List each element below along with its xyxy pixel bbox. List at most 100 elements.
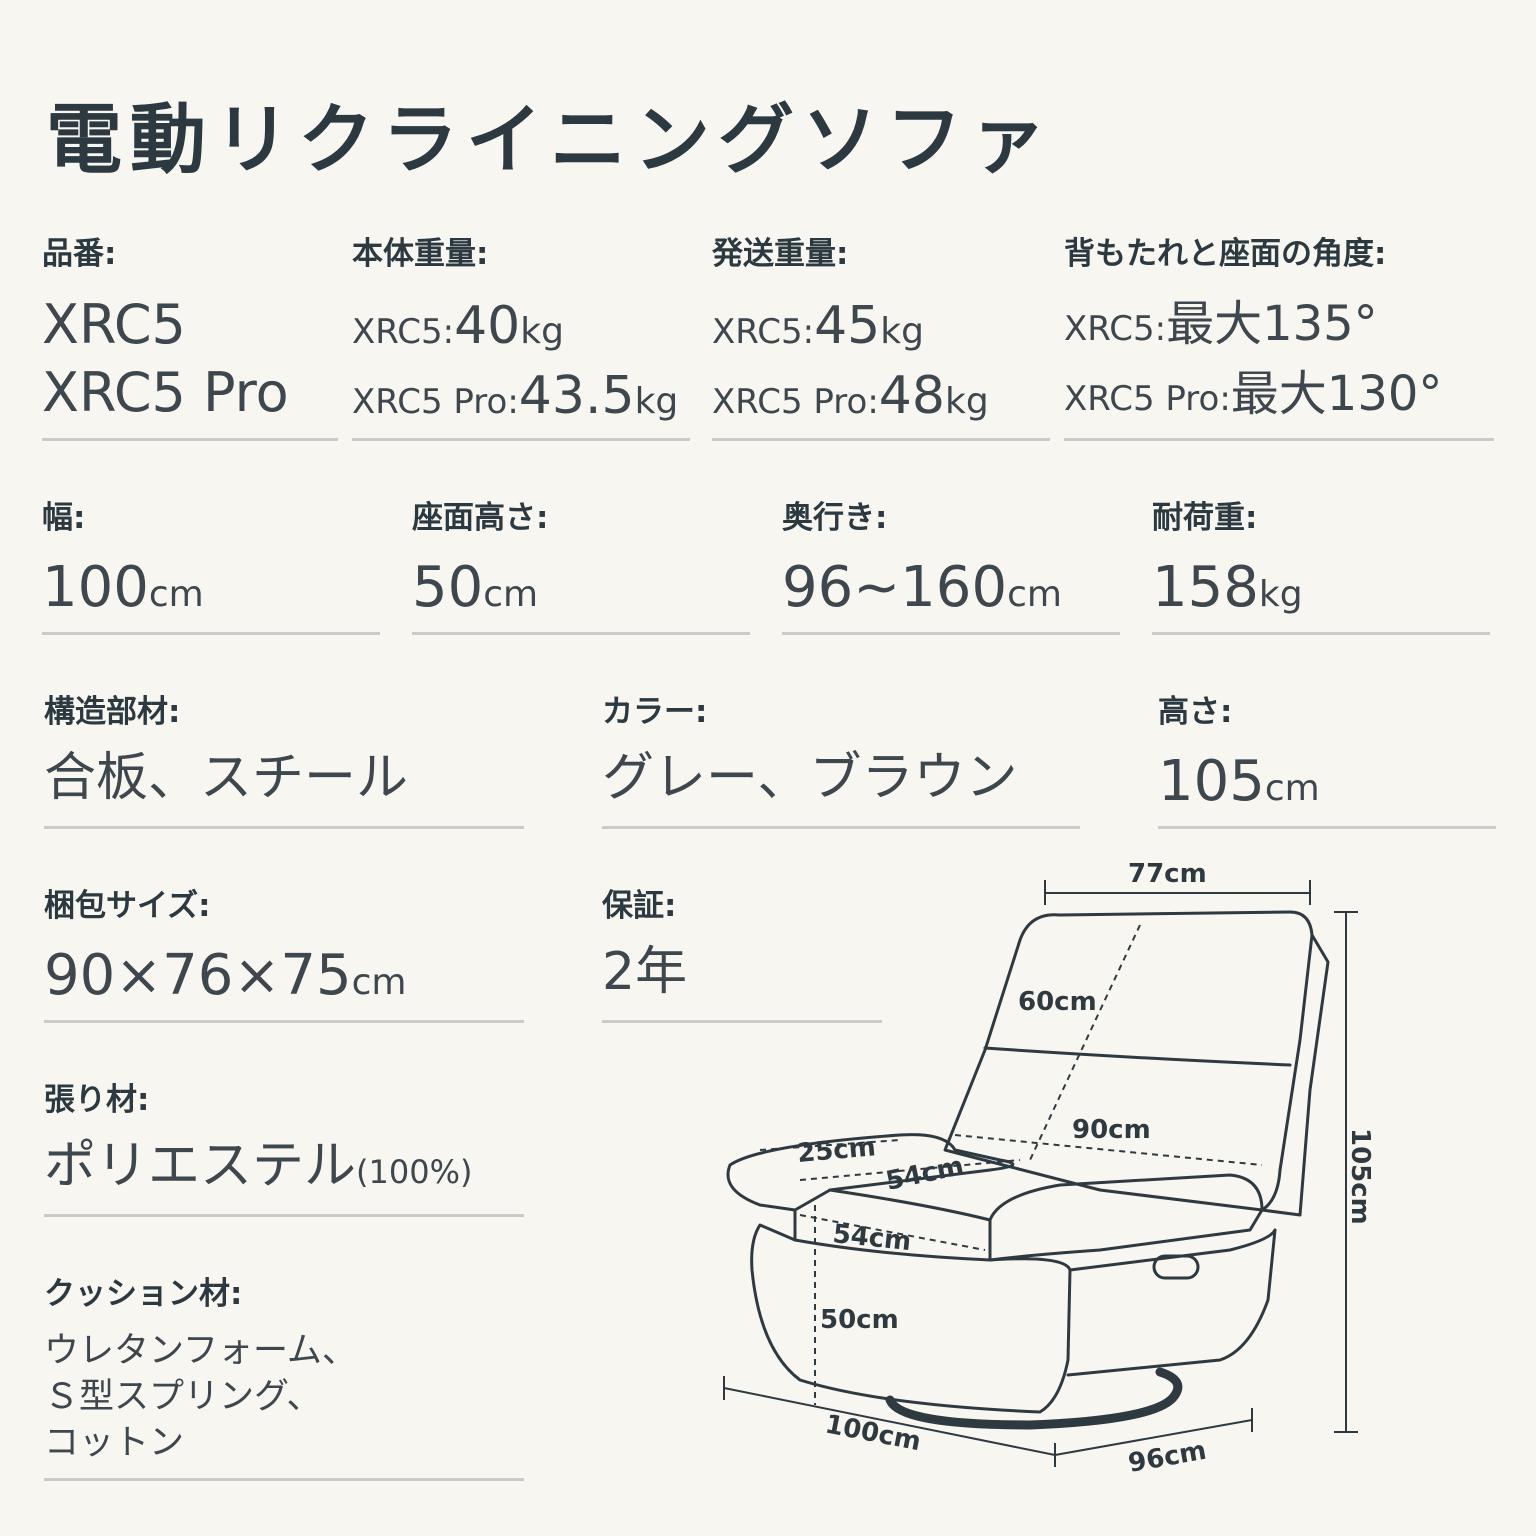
- value-line: ウレタンフォーム、: [44, 1331, 357, 1371]
- spec-label: 耐荷重:: [1152, 500, 1258, 536]
- base-side: [1066, 1228, 1277, 1377]
- divider: [44, 1214, 524, 1217]
- spec-seat-height: 座面高さ: 50cm: [412, 492, 750, 638]
- value-unit: kg: [634, 381, 679, 422]
- value-unit: kg: [520, 311, 564, 352]
- spec-value: XRC5: [42, 293, 186, 356]
- value-unit: cm: [1007, 574, 1062, 615]
- model-prefix: XRC5 Pro:: [712, 382, 879, 422]
- value-text: ポリエステル: [44, 1136, 357, 1196]
- spec-value: 105cm: [1158, 754, 1320, 810]
- dim-label-total-height: 105cm: [1345, 1128, 1375, 1225]
- base-front: [750, 1223, 1072, 1414]
- divider: [602, 826, 1080, 829]
- spec-width: 幅: 100cm: [42, 492, 380, 638]
- value-unit: cm: [351, 962, 407, 1003]
- spec-ship-weight: 発送重量: XRC5:45kg XRC5 Pro:48kg: [712, 228, 1050, 443]
- value-number: 45: [814, 296, 881, 356]
- dim-line: [723, 1387, 1056, 1456]
- spec-value: 158kg: [1152, 560, 1303, 616]
- dim-label-arm-width: 25cm: [796, 1132, 877, 1169]
- value-unit: kg: [880, 311, 924, 352]
- divider: [44, 1478, 524, 1481]
- divider: [44, 826, 524, 829]
- spec-label: 座面高さ:: [412, 500, 549, 536]
- spec-upholstery: 張り材: ポリエステル(100%): [44, 1074, 524, 1220]
- divider: [782, 632, 1120, 635]
- dim-label-back-height: 60cm: [1018, 987, 1097, 1017]
- dim-label-arm-length: 54cm: [883, 1151, 966, 1197]
- value-line: コットン: [44, 1423, 185, 1463]
- dim-label-total-depth: 96cm: [1126, 1436, 1209, 1479]
- spec-color: カラー: グレー、ブラウン: [602, 686, 1080, 832]
- value-unit: kg: [944, 381, 989, 422]
- divider: [412, 632, 750, 635]
- spec-label: カラー:: [602, 694, 708, 730]
- value-number: 48: [878, 366, 945, 426]
- spec-value: XRC5:45kg: [712, 300, 924, 352]
- dim-line: [1054, 1419, 1253, 1456]
- spec-label: 本体重量:: [352, 236, 489, 272]
- spec-value: XRC5:40kg: [352, 300, 564, 352]
- model-prefix: XRC5 Pro:: [352, 382, 519, 422]
- spec-value: ポリエステル(100%): [44, 1140, 472, 1192]
- divider: [602, 1020, 882, 1023]
- value-number: 100: [42, 555, 149, 620]
- divider: [1152, 632, 1490, 635]
- model-prefix: XRC5:: [712, 312, 815, 352]
- value-number: 最大135°: [1166, 296, 1378, 352]
- spec-value: XRC5 Pro: [42, 361, 289, 424]
- value-number: 50: [412, 555, 484, 620]
- spec-load: 耐荷重: 158kg: [1152, 492, 1490, 638]
- spec-value: XRC5 Pro:43.5kg: [352, 370, 678, 422]
- spec-depth: 奥行き: 96~160cm: [782, 492, 1120, 638]
- spec-value: グレー、ブラウン: [602, 748, 1018, 808]
- backrest-back: [1260, 933, 1330, 1217]
- spec-label: 構造部材:: [44, 694, 181, 730]
- divider: [42, 438, 338, 441]
- value-number: 96~160: [782, 555, 1008, 620]
- dim-label-top-width: 77cm: [1128, 859, 1207, 889]
- spec-value: XRC5 Pro:48kg: [712, 370, 989, 422]
- spec-label: 幅:: [42, 500, 86, 536]
- spec-label: 奥行き:: [782, 500, 888, 536]
- spec-model: 品番: XRC5 XRC5 Pro: [42, 228, 338, 443]
- right-armrest: [988, 1173, 1264, 1262]
- dim-label-seat-width: 90cm: [1072, 1115, 1151, 1145]
- page-title: 電動リクライニングソファ: [46, 95, 1054, 184]
- spec-value: 100cm: [42, 560, 204, 616]
- model-prefix: XRC5:: [1064, 309, 1167, 349]
- spec-structure: 構造部材: 合板、スチール: [44, 686, 524, 832]
- spec-label: 背もたれと座面の角度:: [1064, 236, 1387, 272]
- value-number: 158: [1152, 555, 1259, 620]
- spec-value: 2年: [602, 942, 688, 1002]
- dim-line: [759, 1139, 901, 1151]
- divider: [1158, 826, 1496, 829]
- value-number: 40: [454, 296, 521, 356]
- divider: [42, 632, 380, 635]
- spec-value: 90×76×75cm: [44, 948, 407, 1004]
- spec-label: 発送重量:: [712, 236, 849, 272]
- dim-line: [954, 1134, 1263, 1166]
- swivel-base: [885, 1367, 1183, 1430]
- control-button: [1152, 1254, 1200, 1280]
- value-suffix: (100%): [356, 1153, 473, 1191]
- backrest-seam: [983, 1046, 1292, 1067]
- spec-value: 50cm: [412, 560, 538, 616]
- divider: [44, 1020, 524, 1023]
- spec-value: 合板、スチール: [44, 748, 409, 808]
- spec-package: 梱包サイズ: 90×76×75cm: [44, 880, 524, 1026]
- divider: [712, 438, 1050, 441]
- value-line: Ｓ型スプリング、: [44, 1377, 322, 1417]
- spec-value: XRC5 Pro:最大130°: [1064, 370, 1442, 418]
- spec-label: クッション材:: [44, 1276, 243, 1312]
- dim-label-seat-depth: 54cm: [831, 1219, 912, 1257]
- spec-value: 96~160cm: [782, 560, 1062, 616]
- spec-value: XRC5:最大135°: [1064, 300, 1378, 348]
- value-number: 90×76×75: [44, 943, 352, 1008]
- spec-warranty: 保証: 2年: [602, 880, 882, 1026]
- spec-value: ウレタンフォーム、 Ｓ型スプリング、 コットン: [44, 1328, 357, 1466]
- dim-line: [799, 1159, 1021, 1181]
- spec-label: 高さ:: [1158, 694, 1233, 730]
- value-number: 105: [1158, 749, 1265, 814]
